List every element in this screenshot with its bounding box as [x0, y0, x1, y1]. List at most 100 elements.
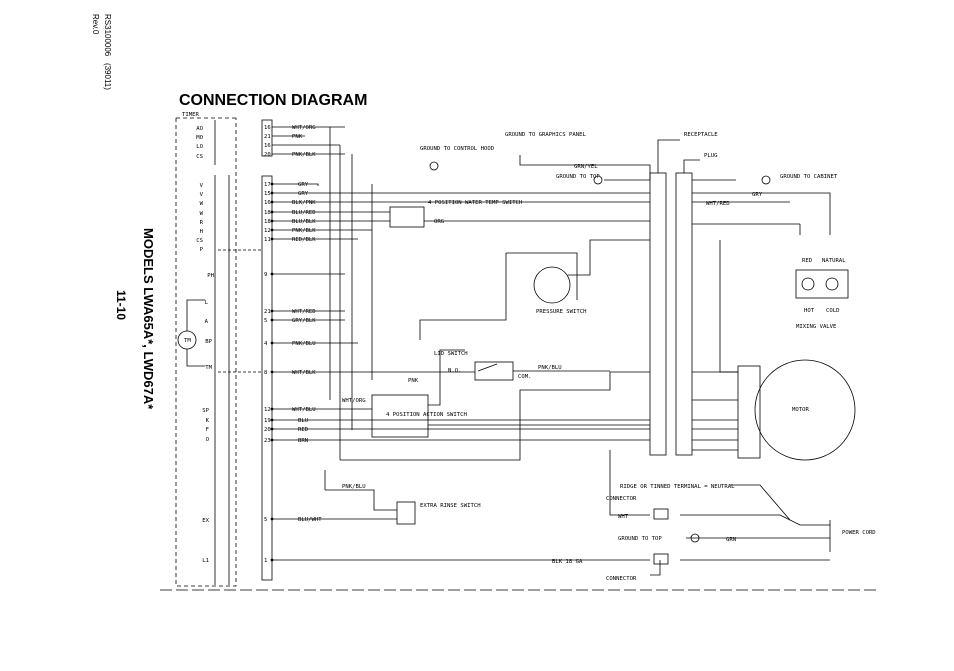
pressure-switch-label: PRESSURE SWITCH — [536, 309, 587, 315]
terminal-numbers: 16 21 16 20 17 15 16 18 18 12 11 9 21 5 … — [264, 125, 271, 564]
wire-label: WHT/BLK — [292, 370, 316, 376]
timer-outline — [175, 118, 237, 587]
timer-pin: CS — [196, 154, 203, 160]
timer-pin: V — [200, 183, 204, 189]
connector-symbol — [653, 508, 669, 520]
timer-pins: TIMER AO MO LO CS V V W W R H CS P PH L … — [182, 112, 214, 564]
wire-label: PNK/BLK — [292, 152, 316, 158]
ridge-label: RIDGE OR TINNED TERMINAL = NEUTRAL — [620, 484, 735, 490]
ground-symbol — [690, 533, 700, 543]
connector-label-2: CONNECTOR — [606, 576, 637, 582]
terminal-number: 16 — [264, 143, 271, 149]
timer-pin: R — [200, 220, 204, 226]
receptacle-label: RECEPTACLE — [684, 132, 718, 138]
timer-pin: L1 — [202, 558, 209, 564]
timer-pin: PH — [207, 273, 214, 279]
wire-label: GRY/BLK — [292, 318, 316, 324]
timer-pin: W — [200, 201, 204, 207]
timer-pin: TM — [205, 365, 212, 371]
timer-pin: SP — [202, 408, 209, 414]
wire-label: WHT/ORG — [292, 125, 316, 131]
terminal-number: 20 — [264, 152, 271, 158]
terminal-number: 21 — [264, 134, 271, 140]
plug-label: PLUG — [704, 153, 718, 159]
timer-pin: O — [206, 437, 210, 443]
wire-label: GRN/YEL — [574, 164, 598, 170]
terminal-number: 12 — [264, 228, 271, 234]
red-label: RED — [802, 258, 813, 264]
wire-label: GRY — [752, 192, 763, 198]
wire-label: PNK/BLU — [538, 365, 562, 371]
ground-symbol — [429, 161, 439, 171]
ground-top-label-2: GROUND TO TOP — [618, 536, 662, 542]
timer-pin: AO — [196, 126, 203, 132]
timer-pin: CS — [196, 238, 203, 244]
timer-motor-label: TM — [184, 338, 191, 344]
ground-graphics-label: GROUND TO GRAPHICS PANEL — [505, 132, 586, 138]
timer-pin: K — [206, 418, 210, 424]
terminal-number: 4 — [264, 341, 268, 347]
lid-switch-label: LID SWITCH — [434, 351, 468, 357]
terminal-number: 16 — [264, 200, 271, 206]
wire-label: RED/BLK — [292, 237, 316, 243]
receptacle-block — [649, 172, 667, 456]
ground-top-label: GROUND TO TOP — [556, 174, 600, 180]
timer-pin: P — [200, 247, 204, 253]
terminal-number: 8 — [264, 370, 268, 376]
motor-terminal-block — [737, 365, 761, 459]
timer-pin: F — [206, 427, 210, 433]
timer-pin: LO — [196, 144, 203, 150]
hot-label: HOT — [804, 308, 815, 314]
natural-label: NATURAL — [822, 258, 846, 264]
mixing-valve-label: MIXING VALVE — [796, 324, 837, 330]
wire-label: BRN — [298, 438, 308, 444]
terminal-number: 18 — [264, 219, 271, 225]
terminal-number: 16 — [264, 125, 271, 131]
lid-no-label: N.O. — [448, 368, 461, 374]
wire-label: BLU/WHT — [298, 517, 322, 523]
wire-label: PNK — [292, 134, 303, 140]
action-switch — [371, 394, 429, 438]
wire-label: ORG — [434, 219, 445, 225]
wire-label: BLU/RED — [292, 210, 316, 216]
water-temp-switch — [389, 206, 425, 228]
motor — [754, 359, 856, 461]
terminal-block-top — [261, 119, 273, 157]
action-switch-label: 4 POSITION ACTION SWITCH — [386, 412, 467, 418]
terminal-number: 15 — [264, 191, 271, 197]
wire-label: PNK/BLK — [292, 228, 316, 234]
wire-label: GRY — [298, 191, 309, 197]
water-temp-label: 4 POSITION WATER TEMP SWITCH — [428, 200, 522, 206]
timer-pin: H — [200, 229, 203, 235]
timer-pin: A — [205, 319, 209, 325]
extra-rinse-label: EXTRA RINSE SWITCH — [420, 503, 481, 509]
lid-com-label: COM. — [518, 374, 531, 380]
timer-pin: W — [200, 211, 204, 217]
plug-block — [675, 172, 693, 456]
wire-labels: WHT/ORG PNK PNK/BLK GRY GRY BLK/PNK BLU/… — [292, 125, 763, 565]
connector-symbol — [653, 553, 669, 565]
cold-label: COLD — [826, 308, 840, 314]
wire-label: WHT — [618, 514, 629, 520]
terminal-strip — [261, 175, 273, 581]
wire-label: GRY — [298, 182, 309, 188]
terminal-number: 20 — [264, 427, 271, 433]
component-labels: GROUND TO CONTROL HOOD GROUND TO GRAPHIC… — [386, 132, 876, 582]
wire-label: PNK/BLU — [292, 341, 316, 347]
wire-label: WHT/RED — [292, 309, 316, 315]
ground-control-hood-label: GROUND TO CONTROL HOOD — [420, 146, 495, 152]
pressure-switch — [533, 266, 571, 304]
terminal-number: 5 — [264, 318, 267, 324]
wire-label: WHT/BLU — [292, 407, 316, 413]
wire-label: BLU/BLK — [292, 219, 316, 225]
mixing-valve — [795, 269, 849, 299]
timer-label: TIMER — [182, 112, 199, 118]
terminal-number: 21 — [264, 309, 271, 315]
timer-pin: V — [200, 192, 204, 198]
wire-label: BLU — [298, 418, 308, 424]
terminal-number: 17 — [264, 182, 271, 188]
wire-label: BLK/PNK — [292, 200, 316, 206]
terminal-number: 5 — [264, 517, 267, 523]
wire-label: BLK 18 GA — [552, 559, 583, 565]
